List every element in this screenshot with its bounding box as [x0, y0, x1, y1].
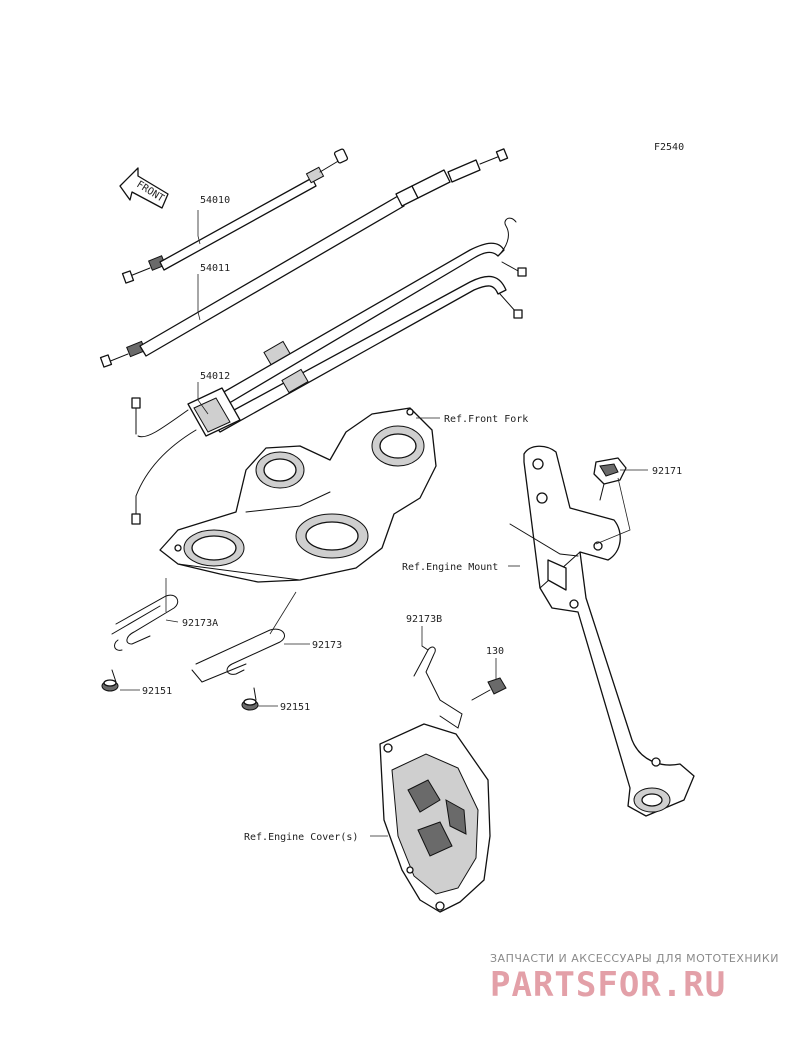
- label-ref-engine-cover: Ref.Engine Cover(s): [244, 832, 358, 843]
- clip-92173[interactable]: [191, 628, 285, 683]
- clamp-92171[interactable]: [593, 457, 627, 501]
- label-ref-front-fork: Ref.Front Fork: [444, 414, 528, 425]
- bolt-92151-right[interactable]: [241, 687, 259, 711]
- label-54010: 54010: [200, 195, 230, 206]
- figure-code: F2540: [654, 142, 684, 153]
- bolt-130[interactable]: [471, 677, 507, 701]
- label-130: 130: [486, 646, 504, 657]
- watermark-brand: PARTSFOR.RU: [490, 965, 726, 1005]
- leader-lines: [120, 210, 648, 837]
- cable-54012[interactable]: [131, 217, 527, 525]
- watermark-tagline: ЗАПЧАСТИ И АКСЕССУАРЫ ДЛЯ МОТОТЕХНИКИ: [490, 952, 779, 965]
- engine-mount: [509, 445, 695, 817]
- label-92173: 92173: [312, 640, 342, 651]
- label-54012: 54012: [200, 371, 230, 382]
- front-fork-bracket: [159, 407, 437, 583]
- label-92151-left: 92151: [142, 686, 172, 697]
- label-92151-right: 92151: [280, 702, 310, 713]
- front-arrow-icon: FRONT: [119, 167, 169, 209]
- label-92173A: 92173A: [182, 618, 218, 629]
- label-ref-engine-mount: Ref.Engine Mount: [402, 562, 498, 573]
- label-54011: 54011: [200, 263, 230, 274]
- cable-54010[interactable]: [121, 148, 349, 284]
- bolt-92151-left[interactable]: [101, 669, 119, 692]
- engine-cover: [379, 723, 491, 913]
- label-92173B: 92173B: [406, 614, 442, 625]
- clip-92173B[interactable]: [413, 645, 463, 729]
- cable-54011[interactable]: [99, 148, 509, 368]
- label-92171: 92171: [652, 466, 682, 477]
- clip-92173A[interactable]: [111, 594, 179, 651]
